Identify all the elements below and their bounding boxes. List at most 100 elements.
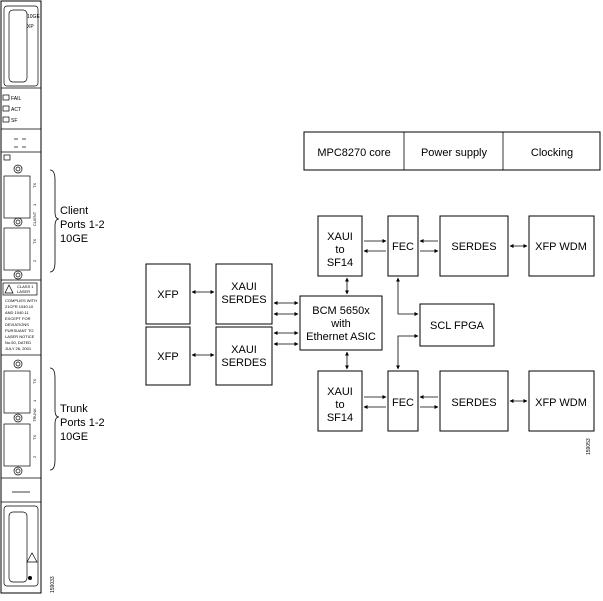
svg-text:XFP: XFP — [157, 289, 178, 301]
port-id-label: 1 — [32, 203, 37, 206]
client-ports-label: Ports 1-2 — [60, 219, 105, 231]
laser-caution-label — [2, 282, 38, 296]
client-ports-annotation: Client Ports 1-2 10GE — [49, 169, 105, 273]
svg-text:21CFR 1040.10: 21CFR 1040.10 — [5, 304, 34, 309]
xfp-client-1-block — [145, 263, 191, 325]
connection-arrows — [191, 239, 528, 409]
client-brace — [49, 169, 60, 273]
client-speed-label: 10GE — [60, 233, 88, 245]
led-label-sf: SF — [11, 118, 17, 124]
port-screw-icon — [13, 270, 23, 280]
port-screw-icon — [13, 413, 23, 423]
caution-text: LASER — [17, 289, 30, 294]
trunk-port-text: TRUNK — [32, 408, 37, 422]
screw-icon — [28, 576, 32, 580]
port-screw-icon — [13, 466, 23, 476]
port-rx-tx-label: TX — [32, 435, 37, 440]
svg-text:SERDES: SERDES — [451, 241, 496, 253]
card-type-label-2: XP — [27, 24, 34, 30]
trunk-port-1[interactable] — [3, 370, 31, 414]
svg-text:SCL FPGA: SCL FPGA — [430, 320, 485, 332]
svg-text:PURSUANT TO: PURSUANT TO — [5, 328, 33, 333]
svg-text:to: to — [335, 399, 344, 411]
trunk-speed-label: 10GE — [60, 431, 88, 443]
act-led-icon — [2, 105, 10, 112]
xfp-client-2-block — [145, 326, 191, 386]
block-diagram: MPC8270 core Power supply Clocking XFP X… — [145, 131, 601, 455]
port-screw-icon — [13, 217, 23, 227]
port-screw-icon — [13, 164, 23, 174]
diagram-figure-id: 159053 — [586, 438, 592, 455]
svg-text:SERDES: SERDES — [221, 294, 266, 306]
laser-warning-icon — [4, 284, 14, 294]
port-rx-tx-label: TX — [32, 183, 37, 188]
fec-upper-block — [387, 215, 419, 277]
line-card-faceplate: 10GE XP FAIL ACT SF CLIENT TX 1 TX 2 CLA… — [0, 0, 42, 594]
card-type-label: 10GE — [27, 14, 40, 20]
svg-text:XFP: XFP — [157, 351, 178, 363]
svg-text:JULY 26, 2001: JULY 26, 2001 — [5, 346, 32, 351]
trunk-label: Trunk — [60, 403, 88, 415]
led-label-act: ACT — [11, 107, 21, 113]
xaui-serdes-1-block — [215, 263, 273, 325]
svg-text:DEVIATIONS: DEVIATIONS — [5, 322, 29, 327]
svg-text:SERDES: SERDES — [221, 357, 266, 369]
svg-text:SF14: SF14 — [327, 412, 353, 424]
svg-text:FEC: FEC — [392, 397, 414, 409]
svg-text:XAUI: XAUI — [327, 386, 353, 398]
client-port-2[interactable] — [3, 227, 31, 271]
svg-text:to: to — [335, 244, 344, 256]
svg-text:with: with — [330, 318, 351, 330]
svg-text:XFP WDM: XFP WDM — [535, 241, 587, 253]
bottom-ejector-handle[interactable] — [3, 505, 39, 587]
port-id-label: 2 — [32, 259, 37, 262]
svg-text:FEC: FEC — [392, 241, 414, 253]
power-supply-block: Power supply — [421, 147, 488, 159]
trunk-ports-label: Ports 1-2 — [60, 417, 105, 429]
port-screw-icon — [13, 359, 23, 369]
xaui-sf14-upper-block — [317, 215, 363, 277]
trunk-brace — [49, 367, 60, 471]
serdes-upper-block — [439, 215, 509, 277]
client-label: Client — [60, 205, 88, 217]
svg-text:XAUI: XAUI — [231, 344, 257, 356]
trunk-ports-annotation: Trunk Ports 1-2 10GE — [49, 367, 105, 471]
port-rx-tx-label: TX — [32, 379, 37, 384]
svg-text:EXCEPT FOR: EXCEPT FOR — [5, 316, 31, 321]
svg-text:XAUI: XAUI — [327, 231, 353, 243]
port-led-icon — [3, 154, 11, 161]
xaui-serdes-2-block — [215, 326, 273, 386]
caution-text: CLASS 1 — [17, 284, 34, 289]
xfp-wdm-lower-block — [528, 370, 595, 432]
svg-text:No.50, DATED: No.50, DATED — [5, 340, 31, 345]
serdes-lower-block — [439, 370, 509, 432]
svg-text:LASER NOTICE: LASER NOTICE — [5, 334, 35, 339]
compliance-statement: COMPLIES WITH 21CFR 1040.10 AND 1040.11 … — [5, 298, 37, 351]
port-id-label: 2 — [32, 455, 37, 458]
card-outline — [0, 0, 42, 594]
svg-text:BCM 5650x: BCM 5650x — [312, 305, 370, 317]
card-figure-id: 159033 — [50, 576, 56, 593]
svg-text:COMPLIES WITH: COMPLIES WITH — [5, 298, 37, 303]
svg-text:SF14: SF14 — [327, 257, 353, 269]
svg-text:XAUI: XAUI — [231, 281, 257, 293]
svg-text:AND 1040.11: AND 1040.11 — [5, 310, 29, 315]
client-port-text: CLIENT — [32, 211, 37, 226]
xaui-sf14-lower-block — [317, 370, 363, 432]
fec-lower-block — [387, 370, 419, 432]
clocking-block: Clocking — [531, 147, 573, 159]
svg-text:SERDES: SERDES — [451, 397, 496, 409]
trunk-port-2[interactable] — [3, 423, 31, 467]
top-ejector-handle[interactable] — [3, 5, 39, 87]
port-id-label: 1 — [32, 399, 37, 402]
top-ejector-grip — [8, 9, 28, 83]
sf-led-icon — [2, 116, 10, 123]
bcm-asic-block — [299, 295, 383, 351]
led-label-fail: FAIL — [11, 96, 22, 102]
header-box-row — [303, 131, 601, 171]
xfp-wdm-upper-block — [528, 215, 595, 277]
port-rx-tx-label: TX — [32, 239, 37, 244]
svg-text:XFP WDM: XFP WDM — [535, 397, 587, 409]
